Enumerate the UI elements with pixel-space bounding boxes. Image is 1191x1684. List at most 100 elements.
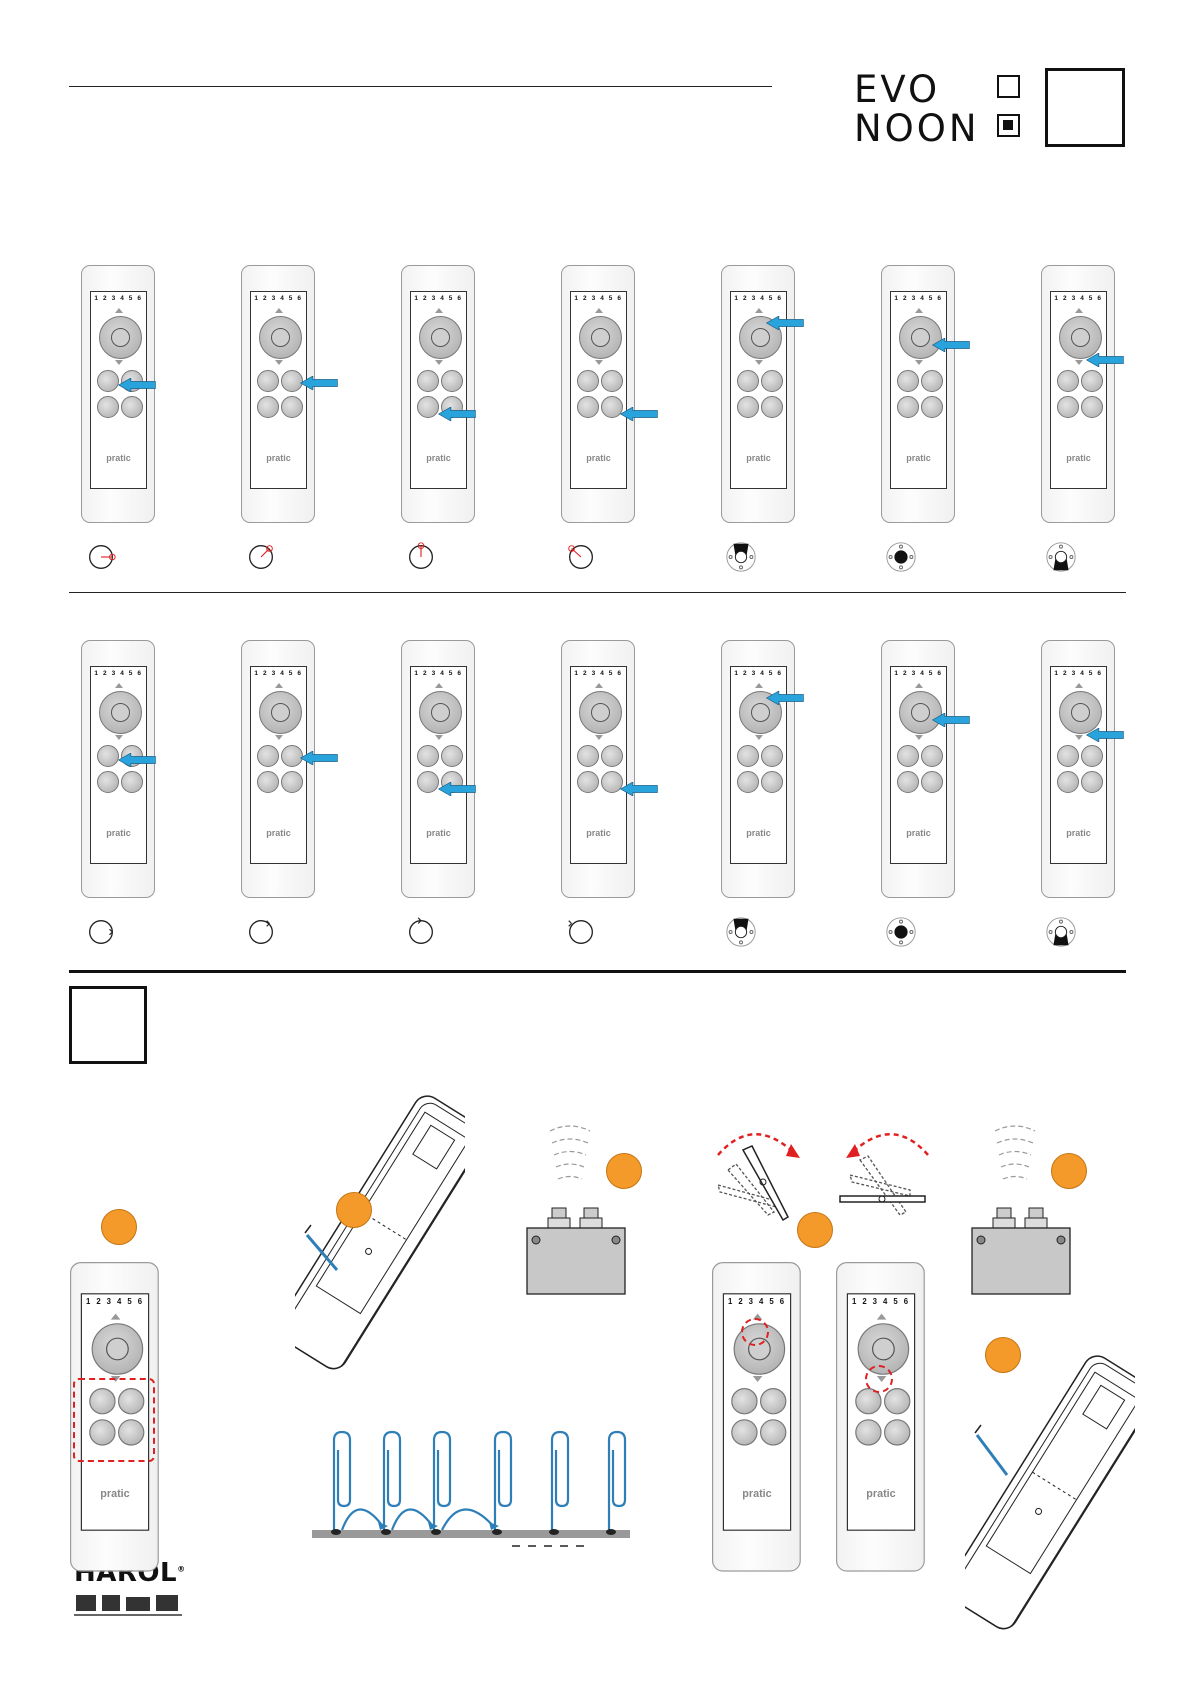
channel-button-4[interactable] bbox=[921, 771, 943, 793]
channel-button-3[interactable] bbox=[731, 1419, 758, 1446]
channel-button-4[interactable] bbox=[121, 771, 143, 793]
channel-button-3[interactable] bbox=[737, 771, 759, 793]
up-indicator-icon bbox=[275, 683, 283, 688]
center-button[interactable] bbox=[111, 328, 130, 347]
channel-button-3[interactable] bbox=[257, 396, 279, 418]
channel-button-1[interactable] bbox=[97, 745, 119, 767]
direction-pad[interactable] bbox=[91, 1323, 144, 1375]
clock-3-icon bbox=[89, 920, 113, 944]
direction-pad[interactable] bbox=[739, 316, 782, 359]
center-button[interactable] bbox=[911, 703, 930, 722]
channel-button-3[interactable] bbox=[897, 771, 919, 793]
direction-pad[interactable] bbox=[1059, 316, 1102, 359]
channel-button-4[interactable] bbox=[601, 396, 623, 418]
center-button[interactable] bbox=[271, 703, 290, 722]
channel-button-1[interactable] bbox=[417, 745, 439, 767]
center-button[interactable] bbox=[1071, 703, 1090, 722]
channel-button-1[interactable] bbox=[897, 745, 919, 767]
channel-button-2[interactable] bbox=[281, 745, 303, 767]
channel-button-2[interactable] bbox=[281, 370, 303, 392]
center-button[interactable] bbox=[106, 1337, 129, 1361]
channel-button-4[interactable] bbox=[761, 396, 783, 418]
channel-button-3[interactable] bbox=[1057, 396, 1079, 418]
channel-button-1[interactable] bbox=[737, 745, 759, 767]
channel-button-3[interactable] bbox=[89, 1419, 116, 1446]
channel-button-1[interactable] bbox=[417, 370, 439, 392]
channel-button-4[interactable] bbox=[281, 771, 303, 793]
channel-button-2[interactable] bbox=[760, 1388, 787, 1415]
direction-pad[interactable] bbox=[1059, 691, 1102, 734]
channel-button-1[interactable] bbox=[257, 370, 279, 392]
channel-button-4[interactable] bbox=[118, 1419, 145, 1446]
direction-pad[interactable] bbox=[899, 316, 942, 359]
channel-button-1[interactable] bbox=[89, 1388, 116, 1415]
channel-button-2[interactable] bbox=[921, 745, 943, 767]
direction-pad[interactable] bbox=[579, 691, 622, 734]
channel-button-1[interactable] bbox=[97, 370, 119, 392]
channel-button-4[interactable] bbox=[884, 1419, 911, 1446]
channel-button-4[interactable] bbox=[760, 1419, 787, 1446]
channel-button-2[interactable] bbox=[441, 745, 463, 767]
direction-pad[interactable] bbox=[259, 691, 302, 734]
channel-button-4[interactable] bbox=[1081, 396, 1103, 418]
channel-button-2[interactable] bbox=[441, 370, 463, 392]
channel-button-3[interactable] bbox=[417, 771, 439, 793]
channel-button-4[interactable] bbox=[281, 396, 303, 418]
channel-button-4[interactable] bbox=[761, 771, 783, 793]
channel-button-3[interactable] bbox=[1057, 771, 1079, 793]
direction-pad[interactable] bbox=[579, 316, 622, 359]
center-button[interactable] bbox=[591, 328, 610, 347]
pad-down-highlight bbox=[865, 1365, 893, 1393]
channel-button-3[interactable] bbox=[417, 396, 439, 418]
channel-button-3[interactable] bbox=[577, 396, 599, 418]
direction-pad[interactable] bbox=[419, 316, 462, 359]
direction-pad[interactable] bbox=[899, 691, 942, 734]
channel-button-1[interactable] bbox=[731, 1388, 758, 1415]
center-button[interactable] bbox=[431, 328, 450, 347]
down-indicator-icon bbox=[755, 360, 763, 365]
direction-pad[interactable] bbox=[419, 691, 462, 734]
center-button[interactable] bbox=[911, 328, 930, 347]
remote-brand: pratic bbox=[866, 1487, 896, 1500]
channel-button-2[interactable] bbox=[1081, 745, 1103, 767]
channel-button-3[interactable] bbox=[897, 396, 919, 418]
channel-button-3[interactable] bbox=[97, 771, 119, 793]
channel-button-1[interactable] bbox=[1057, 745, 1079, 767]
channel-button-1[interactable] bbox=[897, 370, 919, 392]
direction-pad[interactable] bbox=[259, 316, 302, 359]
channel-button-2[interactable] bbox=[884, 1388, 911, 1415]
channel-button-4[interactable] bbox=[1081, 771, 1103, 793]
channel-button-4[interactable] bbox=[921, 396, 943, 418]
center-button[interactable] bbox=[111, 703, 130, 722]
center-button[interactable] bbox=[591, 703, 610, 722]
channel-button-3[interactable] bbox=[97, 396, 119, 418]
channel-button-1[interactable] bbox=[737, 370, 759, 392]
channel-button-2[interactable] bbox=[601, 745, 623, 767]
channel-button-1[interactable] bbox=[1057, 370, 1079, 392]
channel-button-4[interactable] bbox=[121, 396, 143, 418]
direction-pad[interactable] bbox=[99, 316, 142, 359]
channel-button-2[interactable] bbox=[118, 1388, 145, 1415]
channel-button-3[interactable] bbox=[577, 771, 599, 793]
tilted-remote-right bbox=[965, 1355, 1135, 1630]
channel-button-3[interactable] bbox=[257, 771, 279, 793]
channel-button-1[interactable] bbox=[577, 370, 599, 392]
center-button[interactable] bbox=[431, 703, 450, 722]
channel-button-2[interactable] bbox=[1081, 370, 1103, 392]
channel-button-1[interactable] bbox=[855, 1388, 882, 1415]
center-button[interactable] bbox=[872, 1337, 895, 1361]
channel-button-4[interactable] bbox=[601, 771, 623, 793]
channel-button-2[interactable] bbox=[601, 370, 623, 392]
channel-button-3[interactable] bbox=[737, 396, 759, 418]
channel-button-3[interactable] bbox=[855, 1419, 882, 1446]
direction-pad[interactable] bbox=[99, 691, 142, 734]
channel-button-2[interactable] bbox=[921, 370, 943, 392]
center-button[interactable] bbox=[1071, 328, 1090, 347]
center-button[interactable] bbox=[751, 703, 770, 722]
center-button[interactable] bbox=[751, 328, 770, 347]
channel-button-2[interactable] bbox=[761, 370, 783, 392]
channel-button-1[interactable] bbox=[257, 745, 279, 767]
channel-button-2[interactable] bbox=[761, 745, 783, 767]
center-button[interactable] bbox=[271, 328, 290, 347]
channel-button-1[interactable] bbox=[577, 745, 599, 767]
